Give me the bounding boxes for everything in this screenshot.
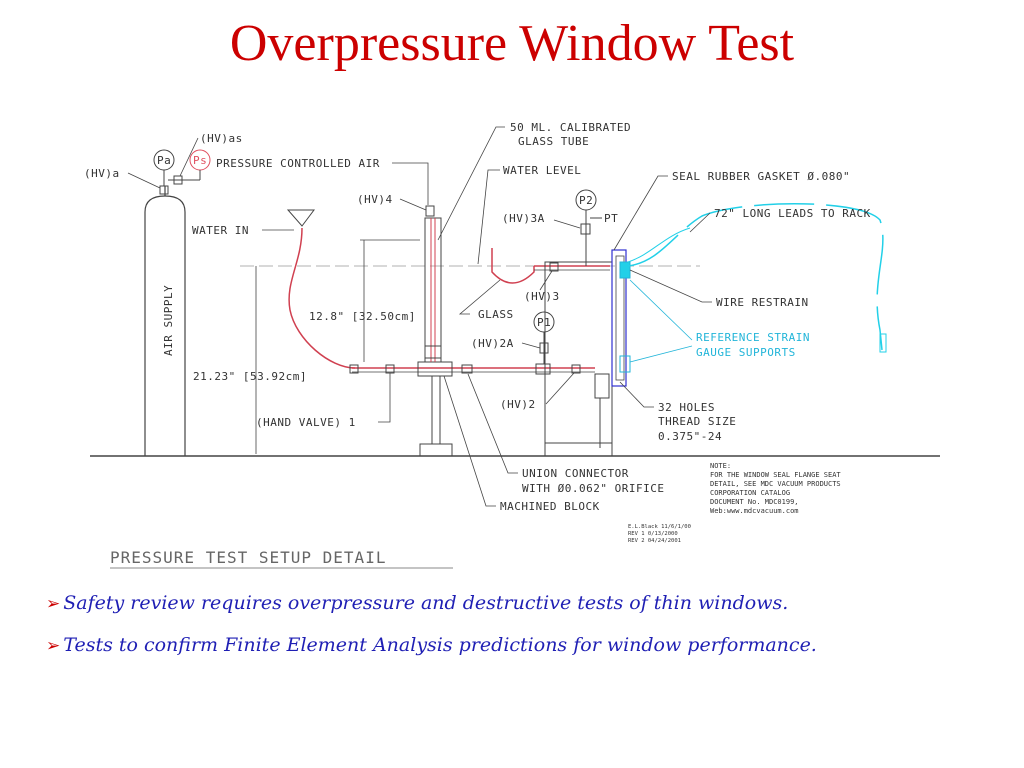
valve-hva-icon (159, 185, 169, 195)
seal-rubber-gasket-label: SEAL RUBBER GASKET Ø.080" (672, 170, 850, 183)
note-line-6: Web:www.mdcvacuum.com (710, 507, 799, 515)
wire-restrain-label: WIRE RESTRAIN (716, 296, 809, 309)
gauge-ps-label: Ps (193, 154, 207, 167)
calibrated-glass-tube (424, 217, 442, 363)
arrow-bullet-icon: ➢ (46, 594, 61, 614)
diagram-caption: PRESSURE TEST SETUP DETAIL (110, 548, 386, 567)
pressure-controlled-air-label: PRESSURE CONTROLLED AIR (216, 157, 380, 170)
valve-hv3a-icon (580, 223, 591, 235)
hv-as-label: (HV)as (200, 132, 243, 145)
bullet-item: ➢Safety review requires overpressure and… (46, 592, 1016, 614)
gauge-pa-label: Pa (157, 154, 171, 167)
reference-strain-label-2: GAUGE SUPPORTS (696, 346, 796, 359)
dim-12-8-label: 12.8" [32.50cm] (309, 310, 416, 323)
revision-line-3: REV 2 04/24/2001 (628, 538, 681, 544)
window-flange (611, 249, 627, 387)
machined-block-label: MACHINED BLOCK (500, 500, 600, 513)
hv-a-label: (HV)a (84, 167, 120, 180)
valve-hv4-icon (425, 205, 435, 217)
note-line-1: NOTE: (710, 462, 731, 470)
reference-strain-label-1: REFERENCE STRAIN (696, 331, 810, 344)
hv3-label: (HV)3 (524, 290, 560, 303)
slide-title: Overpressure Window Test (229, 15, 795, 72)
arrow-bullet-icon: ➢ (46, 636, 61, 656)
long-leads-label: 72" LONG LEADS TO RACK (714, 207, 871, 220)
bullet-text: Tests to confirm Finite Element Analysis… (63, 634, 817, 656)
water-level-label: WATER LEVEL (503, 164, 581, 177)
dim-21-23-label: 21.23" [53.92cm] (193, 370, 307, 383)
revision-line-2: REV 1 0/13/2000 (628, 531, 678, 537)
gauge-p2-label: P2 (579, 194, 593, 207)
hand-valve-label: (HAND VALVE) 1 (256, 416, 356, 429)
calibrated-tube-label-2: GLASS TUBE (518, 135, 589, 148)
note-line-3: DETAIL, SEE MDC VACUUM PRODUCTS (710, 480, 841, 488)
holes-label-1: 32 HOLES (658, 401, 715, 414)
machined-block-icon (417, 361, 453, 377)
holes-label-2: THREAD SIZE (658, 415, 736, 428)
valve-hv3-icon (549, 262, 559, 272)
hv3a-label: (HV)3A (502, 212, 545, 225)
holes-label-3: 0.375"-24 (658, 430, 722, 443)
hv2a-label: (HV)2A (471, 337, 514, 350)
calibrated-tube-label-1: 50 ML. CALIBRATED (510, 121, 631, 134)
note-line-4: CORPORATION CATALOG (710, 489, 790, 497)
note-line-2: FOR THE WINDOW SEAL FLANGE SEAT (710, 471, 841, 479)
u-glass-tube (491, 248, 535, 284)
note-line-5: DOCUMENT No. MDC0199, (710, 498, 799, 506)
funnel-icon (286, 209, 315, 227)
air-supply-label: AIR SUPPLY (162, 285, 175, 356)
valve-hvas-icon (173, 175, 183, 185)
bullet-list: ➢Safety review requires overpressure and… (46, 592, 1016, 676)
hv4-label: (HV)4 (357, 193, 393, 206)
gauge-p1-label: P1 (537, 316, 551, 329)
hv2-label: (HV)2 (500, 398, 536, 411)
revision-line-1: E.L.Black 11/6/1/00 (628, 524, 691, 530)
bullet-text: Safety review requires overpressure and … (63, 592, 789, 614)
pressure-test-diagram: AIR SUPPLY Pa Ps (HV)as (HV)a PRESSURE C… (84, 121, 940, 569)
water-in-label: WATER IN (192, 224, 249, 237)
pt-label: PT (604, 212, 618, 225)
glass-label: GLASS (478, 308, 514, 321)
union-connector-label-1: UNION CONNECTOR (522, 467, 629, 480)
bullet-item: ➢Tests to confirm Finite Element Analysi… (46, 634, 1016, 656)
long-leads-wire (627, 203, 884, 351)
water-hose (288, 227, 356, 369)
valve-hv2-icon (571, 364, 581, 374)
union-connector-label-2: WITH Ø0.062" ORIFICE (522, 482, 664, 495)
